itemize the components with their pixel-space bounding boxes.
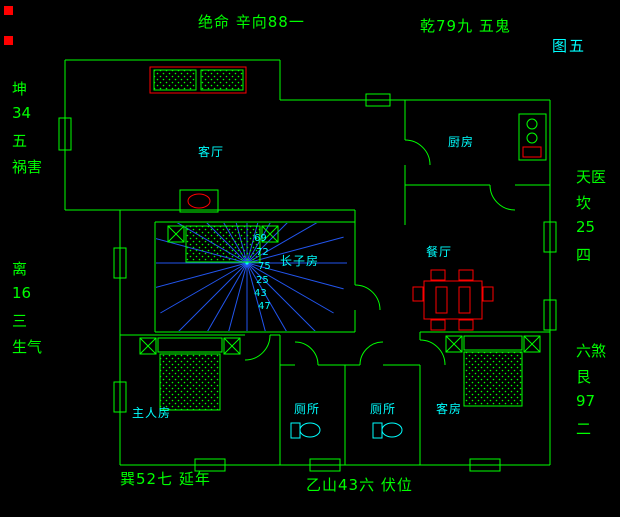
master-door-arc — [244, 334, 271, 361]
side-label-right-upper: 天医 坎 25 四 — [576, 166, 606, 270]
marker-square-top — [4, 6, 13, 15]
toilet-left-door-arc — [294, 341, 319, 366]
interior-walls — [120, 100, 550, 465]
compass-number: 47 — [258, 301, 271, 312]
kitchen-counter — [518, 113, 547, 161]
guest-door-arc — [419, 339, 446, 366]
annotation-bottom-right: 乙山43六 伏位 — [306, 476, 413, 494]
side-label-text: 生气 — [12, 338, 43, 356]
sofa — [149, 66, 247, 94]
bed-eldest-son — [167, 225, 279, 263]
side-label-text: 97 — [576, 392, 596, 410]
annotation-bottom-left: 巽52七 延年 — [120, 470, 211, 488]
room-label-guest: 客房 — [436, 402, 463, 416]
eldest-son-door-arc — [354, 284, 381, 311]
bed-guest — [445, 335, 541, 407]
side-label-text: 坤 — [12, 80, 28, 98]
annotation-top-left: 绝命 辛向88一 — [198, 13, 305, 31]
side-label-text: 六煞 — [576, 342, 607, 360]
compass-number: 25 — [256, 275, 269, 286]
side-label-text: 二 — [576, 420, 592, 438]
annotation-top-right: 乾79九 五鬼 — [420, 17, 511, 35]
compass-number: 75 — [258, 261, 271, 272]
side-label-text: 16 — [12, 284, 32, 302]
kitchen-door-arc — [404, 139, 431, 166]
room-label-living: 客厅 — [198, 145, 225, 159]
toilet-fixture-left — [290, 422, 321, 439]
side-label-text: 祸害 — [12, 158, 43, 176]
compass-number: 72 — [256, 247, 269, 258]
side-label-text: 天医 — [576, 168, 607, 186]
side-label-text: 坎 — [576, 194, 592, 212]
room-label-kitchen: 厨房 — [448, 135, 475, 149]
figure-caption: 图五 — [552, 37, 587, 55]
side-label-text: 25 — [576, 218, 596, 236]
door-arcs — [244, 139, 516, 366]
bed-master — [139, 337, 241, 411]
side-label-text: 五 — [12, 132, 28, 150]
side-label-left-upper: 坤 34 五 祸害 — [12, 78, 42, 182]
marker-square-left — [4, 36, 13, 45]
side-label-left-lower: 离 16 三 生气 — [12, 258, 42, 362]
side-label-text: 三 — [12, 312, 28, 330]
side-label-text: 离 — [12, 260, 28, 278]
toilet-fixture-right — [372, 422, 403, 439]
side-label-text: 艮 — [576, 368, 592, 386]
windows — [58, 93, 557, 472]
room-label-toilet-left: 厕所 — [294, 402, 321, 416]
desk — [179, 189, 219, 213]
side-label-text: 34 — [12, 104, 32, 122]
side-label-right-lower: 六煞 艮 97 二 — [576, 340, 606, 444]
dining-table — [412, 269, 494, 331]
room-label-dining: 餐厅 — [426, 245, 453, 259]
side-label-text: 四 — [576, 246, 592, 264]
compass-number: 43 — [254, 288, 267, 299]
toilet-right-door-arc — [359, 341, 384, 366]
dining-door-arc — [489, 184, 516, 211]
room-label-eldest-son: 长子房 — [280, 254, 320, 268]
room-label-master: 主人房 — [132, 406, 172, 420]
compass-number: 69 — [254, 233, 267, 244]
room-label-toilet-right: 厕所 — [370, 402, 397, 416]
